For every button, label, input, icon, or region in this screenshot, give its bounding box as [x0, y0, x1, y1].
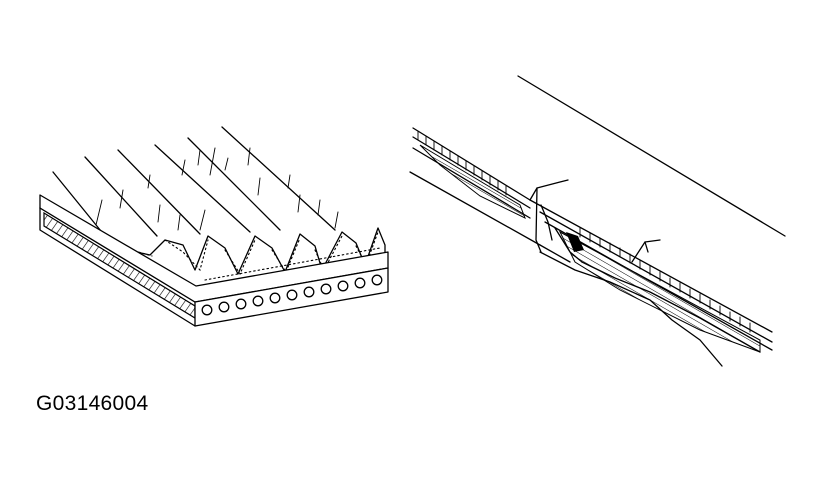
- tensile-cords: [201, 274, 383, 316]
- figure-code-label: G03146004: [36, 392, 149, 415]
- damaged-belt-drawing: [409, 75, 786, 367]
- belt-crack: [529, 179, 661, 263]
- torn-section: [566, 232, 584, 252]
- ribbed-belt-drawing: [39, 126, 389, 327]
